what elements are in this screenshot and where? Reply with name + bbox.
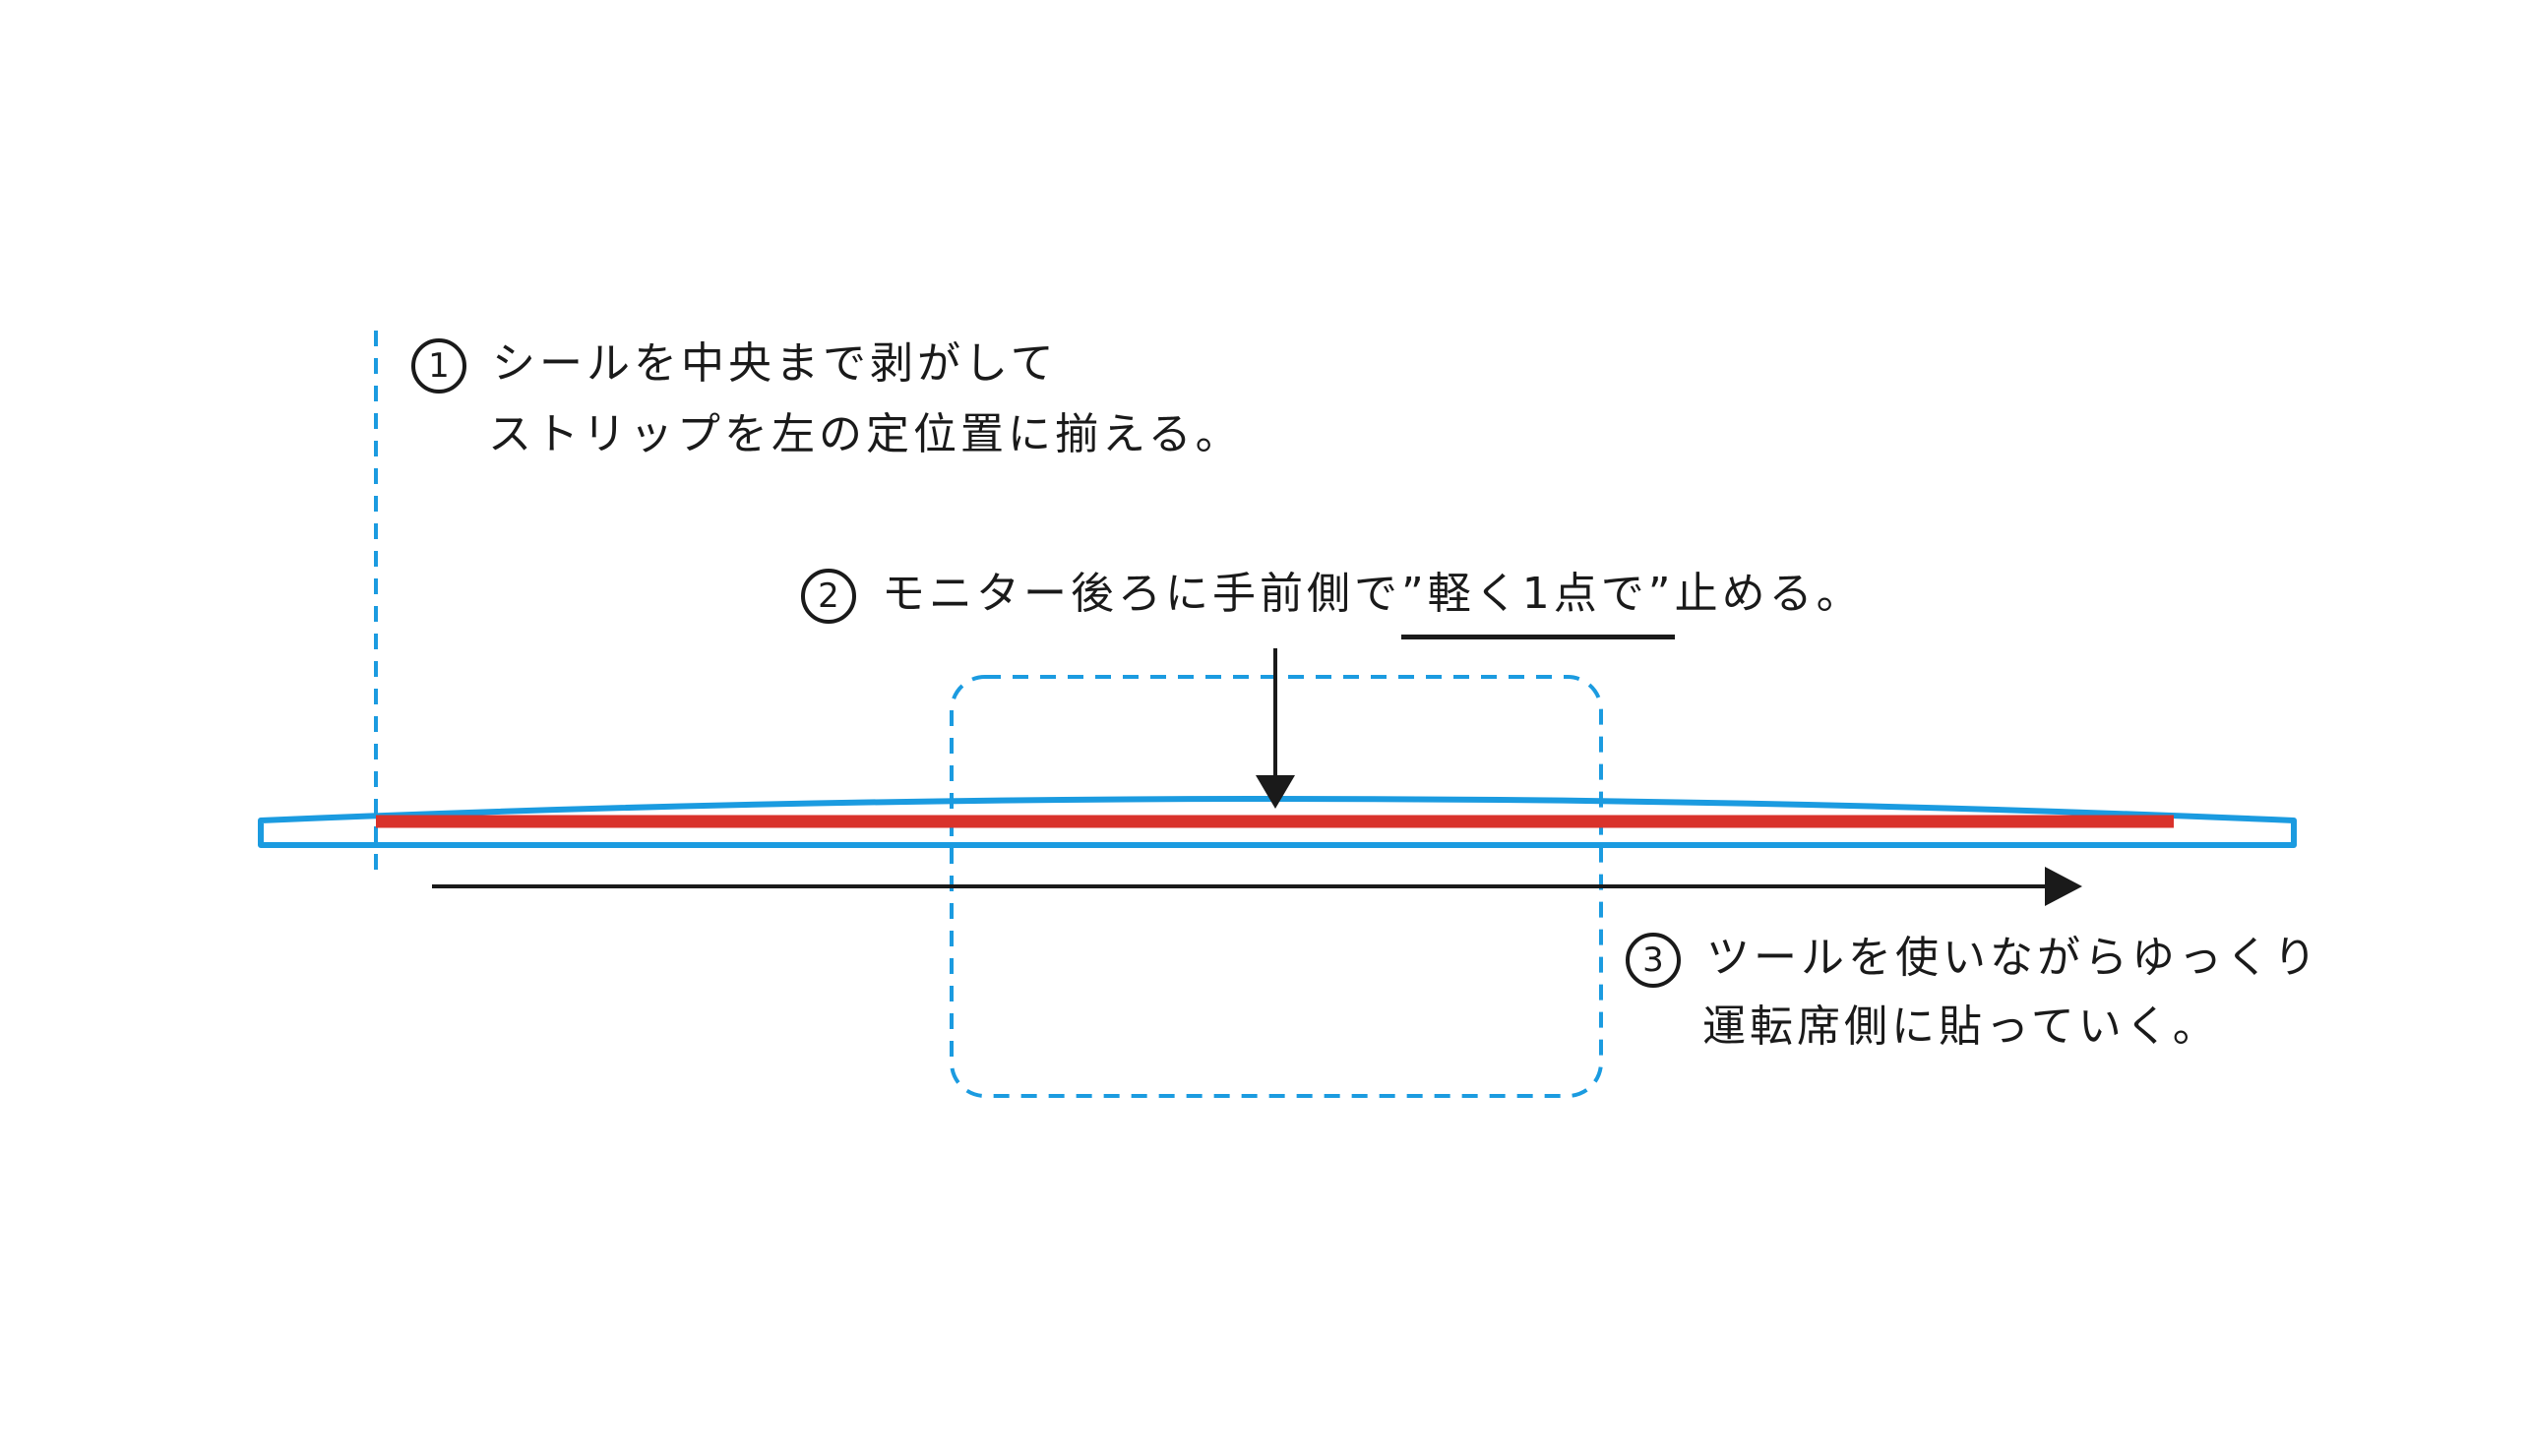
step-2-text-end: 止める。 [1674, 569, 1864, 619]
step-3-line-1: 3 ツールを使いながらゆっくり [1626, 933, 2320, 988]
step-2-text: モニター後ろに手前側で [882, 569, 1401, 619]
step-1-line-2: ストリップを左の定位置に揃える。 [488, 409, 1243, 459]
step-3-line-2: 運転席側に貼っていく。 [1702, 1001, 2220, 1052]
step-2-number: 2 [801, 569, 856, 624]
monitor-outline [258, 796, 2297, 848]
step-1-text: シールを中央まで剥がして [492, 338, 1058, 389]
direction-arrow-head [2045, 867, 2082, 906]
step-2: 2 モニター後ろに手前側で”軽く1点で”止める。 [801, 569, 1864, 639]
step-2-emphasis: ”軽く1点で” [1401, 569, 1675, 639]
press-arrow-head [1256, 775, 1295, 809]
step-1-number: 1 [411, 338, 466, 394]
step-3-text: ツールを使いながらゆっくり [1706, 933, 2320, 983]
step-1-line-1: 1 シールを中央まで剥がして [411, 338, 1058, 394]
step-3-number: 3 [1626, 933, 1681, 988]
